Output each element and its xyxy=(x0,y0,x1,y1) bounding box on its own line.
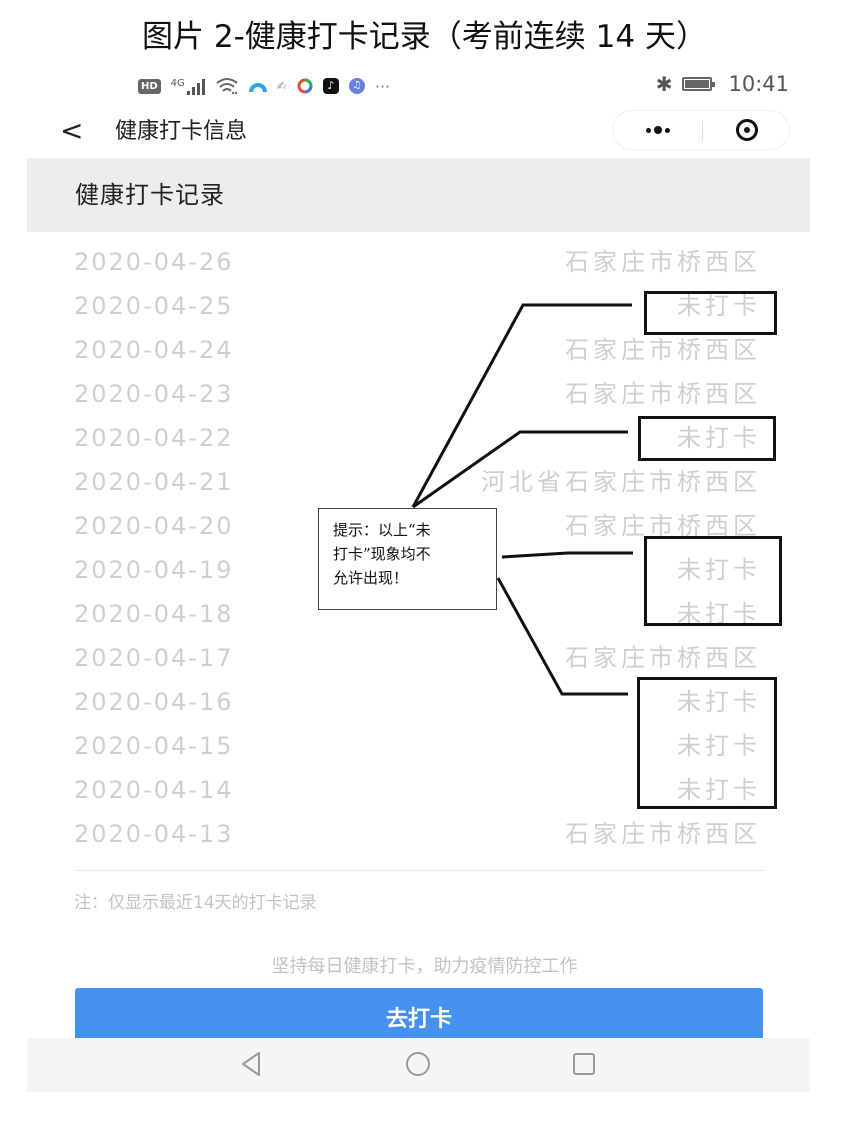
record-row: 2020-04-26 石家庄市桥西区 xyxy=(0,241,849,285)
app-icon-color-ring xyxy=(297,78,313,94)
network-type-label: 4G xyxy=(170,78,185,89)
system-nav-bar xyxy=(27,1038,810,1092)
highlight-box-0422 xyxy=(638,416,776,461)
battery-icon xyxy=(682,77,716,91)
4g-signal-icon: 4G xyxy=(171,77,205,95)
record-date: 2020-04-25 xyxy=(74,292,234,320)
record-location: 未打卡 xyxy=(677,424,761,452)
record-location: 石家庄市桥西区 xyxy=(565,336,761,364)
system-recents-icon[interactable] xyxy=(570,1050,598,1078)
more-menu-button[interactable] xyxy=(613,111,702,149)
highlight-box-0419-0418 xyxy=(644,536,782,626)
record-location: 石家庄市桥西区 xyxy=(565,248,761,276)
callout-line: 打卡”现象均不 xyxy=(333,545,431,563)
dot-icon xyxy=(653,126,662,134)
system-back-icon[interactable] xyxy=(239,1050,263,1078)
record-row: 2020-04-17 石家庄市桥西区 xyxy=(0,637,849,681)
record-location: 石家庄市桥西区 xyxy=(565,512,761,540)
nav-bar: < 健康打卡信息 xyxy=(0,110,849,154)
record-location: 未打卡 xyxy=(677,556,761,584)
back-button[interactable]: < xyxy=(60,114,84,147)
tiktok-icon: ♪ xyxy=(322,78,339,94)
record-date: 2020-04-14 xyxy=(74,776,234,804)
record-row: 2020-04-19 未打卡 xyxy=(0,549,849,593)
music-icon: ♫ xyxy=(348,78,365,94)
record-date: 2020-04-22 xyxy=(74,424,234,452)
record-location: 未打卡 xyxy=(677,292,761,320)
system-home-icon[interactable] xyxy=(404,1050,432,1078)
record-row: 2020-04-21 河北省石家庄市桥西区 xyxy=(0,461,849,505)
record-location: 石家庄市桥西区 xyxy=(565,380,761,408)
record-row: 2020-04-24 石家庄市桥西区 xyxy=(0,329,849,373)
record-row: 2020-04-15 未打卡 xyxy=(0,725,849,769)
record-row: 2020-04-25 未打卡 xyxy=(0,285,849,329)
dot-icon xyxy=(664,127,670,133)
record-location: 石家庄市桥西区 xyxy=(565,820,761,848)
status-icons-right: ✱ 10:41 xyxy=(656,72,789,96)
close-miniprogram-button[interactable] xyxy=(736,119,758,141)
record-location: 河北省石家庄市桥西区 xyxy=(481,468,761,496)
record-row: 2020-04-22 未打卡 xyxy=(0,417,849,461)
record-row: 2020-04-23 石家庄市桥西区 xyxy=(0,373,849,417)
record-row: 2020-04-20 石家庄市桥西区 xyxy=(0,505,849,549)
record-date: 2020-04-21 xyxy=(74,468,234,496)
list-divider xyxy=(74,870,764,871)
miniprogram-capsule xyxy=(612,110,790,150)
hd-icon: HD xyxy=(138,78,161,94)
record-location: 石家庄市桥西区 xyxy=(565,644,761,672)
record-location: 未打卡 xyxy=(677,688,761,716)
records-note: 注：仅显示最近14天的打卡记录 xyxy=(74,893,317,913)
record-location: 未打卡 xyxy=(677,732,761,760)
record-date: 2020-04-26 xyxy=(74,248,234,276)
figure-caption: 图片 2-健康打卡记录（考前连续 14 天） xyxy=(142,19,707,55)
record-date: 2020-04-17 xyxy=(74,644,234,672)
slogan-text: 坚持每日健康打卡，助力疫情防控工作 xyxy=(271,956,578,977)
status-icons-left: HD 4G ✍ ♪ ♫ ··· xyxy=(138,74,390,98)
record-date: 2020-04-23 xyxy=(74,380,234,408)
highlight-box-0425 xyxy=(644,291,777,335)
more-notifications-icon: ··· xyxy=(374,76,391,96)
clock: 10:41 xyxy=(728,72,789,96)
record-row: 2020-04-16 未打卡 xyxy=(0,681,849,725)
annotation-callout: 提示：以上“未 打卡”现象均不 允许出现！ xyxy=(318,508,497,610)
page-title: 健康打卡信息 xyxy=(115,119,248,144)
status-bar: HD 4G ✍ ♪ ♫ ··· ✱ 10:41 xyxy=(0,68,849,104)
callout-line: 允许出现！ xyxy=(333,569,409,587)
app-icon-script: ✍ xyxy=(276,79,287,93)
record-row: 2020-04-13 石家庄市桥西区 xyxy=(0,813,849,857)
callout-line: 提示：以上“未 xyxy=(333,521,431,539)
record-date: 2020-04-15 xyxy=(74,732,234,760)
record-date: 2020-04-18 xyxy=(74,600,234,628)
section-header: 健康打卡记录 xyxy=(27,158,810,232)
record-location: 未打卡 xyxy=(677,776,761,804)
capsule-divider xyxy=(702,121,703,141)
go-checkin-button[interactable]: 去打卡 xyxy=(75,988,763,1040)
record-date: 2020-04-13 xyxy=(74,820,234,848)
highlight-box-0416-0414 xyxy=(637,677,777,809)
dot-icon xyxy=(645,127,651,133)
bluetooth-icon: ✱ xyxy=(655,72,673,96)
app-icon-blue xyxy=(248,83,267,93)
record-date: 2020-04-20 xyxy=(74,512,234,540)
record-date: 2020-04-16 xyxy=(74,688,234,716)
record-date: 2020-04-19 xyxy=(74,556,234,584)
wifi-icon xyxy=(216,78,238,95)
record-date: 2020-04-24 xyxy=(74,336,234,364)
record-row: 2020-04-14 未打卡 xyxy=(0,769,849,813)
section-title: 健康打卡记录 xyxy=(75,181,225,209)
